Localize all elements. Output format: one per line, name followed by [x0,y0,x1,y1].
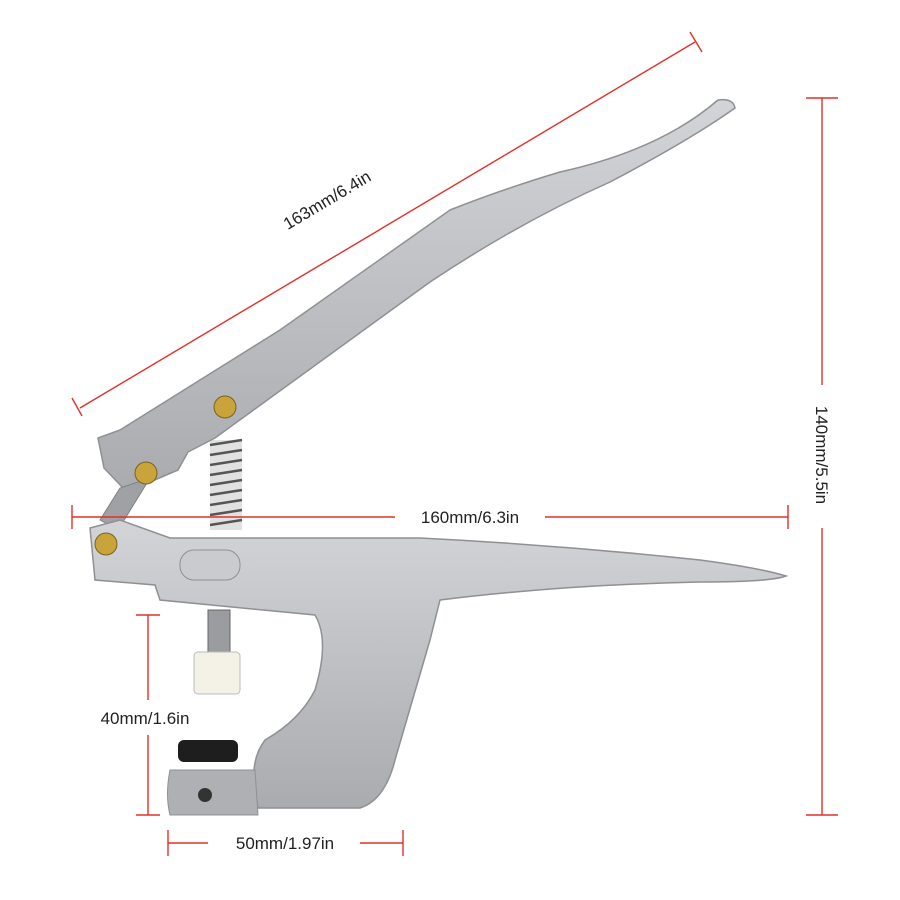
dimension-throat-depth: 40mm/1.6in [101,614,190,816]
dimension-handle-length: 163mm/6.4in [71,31,703,417]
lower-body [89,519,789,816]
upper-handle [97,98,736,531]
dimension-total-height: 140mm/5.5in [806,97,838,816]
punch [193,609,241,695]
screws [94,395,237,556]
handle-length-label: 163mm/6.4in [280,167,374,234]
total-length-label: 160mm/6.3in [421,508,519,527]
spring [209,438,243,530]
throat-depth-label: 40mm/1.6in [101,709,190,728]
dimension-jaw-width: 50mm/1.97in [167,830,404,856]
total-height-label: 140mm/5.5in [812,406,831,504]
jaw-width-label: 50mm/1.97in [236,834,334,853]
dimension-total-length: 160mm/6.3in [71,505,789,529]
